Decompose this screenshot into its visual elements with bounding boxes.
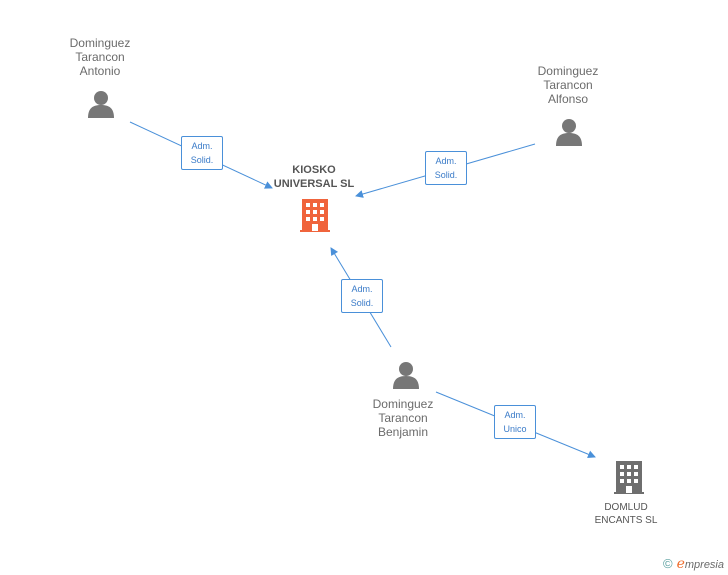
company-label-domlud[interactable]: DOMLUD ENCANTS SL	[594, 502, 658, 526]
company-label-kiosko[interactable]: KIOSKO UNIVERSAL SL	[273, 164, 355, 190]
edge-label-antonio-kiosko: Adm. Solid.	[181, 136, 223, 170]
edge-label-benjamin-domlud: Adm. Unico	[494, 405, 536, 439]
copyright-symbol: ©	[662, 556, 673, 571]
person-icon[interactable]	[556, 119, 582, 146]
building-icon[interactable]	[614, 461, 644, 494]
brand-name: mpresia	[684, 559, 724, 571]
person-label-antonio[interactable]: Dominguez Tarancon Antonio	[69, 36, 131, 78]
edge-label-alfonso-kiosko: Adm. Solid.	[425, 151, 467, 185]
building-icon[interactable]	[300, 199, 330, 232]
brand-e: e	[676, 556, 685, 572]
person-label-alfonso[interactable]: Dominguez Tarancon Alfonso	[537, 64, 599, 106]
brand-logo: ©empresia	[663, 556, 724, 572]
person-icon[interactable]	[393, 362, 419, 389]
edge-label-benjamin-kiosko: Adm. Solid.	[341, 279, 383, 313]
person-icon[interactable]	[88, 91, 114, 118]
person-label-benjamin[interactable]: Dominguez Tarancon Benjamin	[372, 397, 434, 439]
